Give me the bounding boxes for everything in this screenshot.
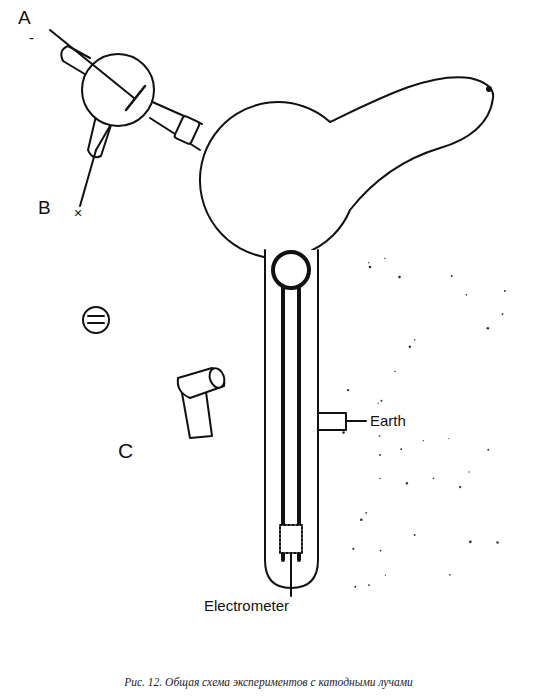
speck xyxy=(380,400,382,402)
speck xyxy=(342,431,345,434)
speck xyxy=(433,478,435,480)
electrode-label: B xyxy=(38,198,51,217)
speck xyxy=(465,294,467,296)
speck xyxy=(384,258,385,259)
speck xyxy=(398,276,401,279)
polarity-sign: - xyxy=(29,30,34,45)
speck xyxy=(352,548,354,550)
electrometer-lead xyxy=(290,553,292,596)
speck xyxy=(468,471,469,472)
terminal-label: Electrometer xyxy=(204,598,289,613)
earth-arm xyxy=(318,413,346,430)
speck xyxy=(385,575,386,576)
collector-tube xyxy=(265,250,318,588)
speck xyxy=(379,478,380,479)
speck xyxy=(449,574,451,576)
magnet-pole xyxy=(83,307,109,333)
collector-ring xyxy=(273,252,309,288)
magnet-pole-mark xyxy=(88,316,104,323)
terminal-label: Earth xyxy=(370,413,406,428)
speck xyxy=(380,550,382,552)
speck xyxy=(448,438,449,439)
insulating-plug xyxy=(280,525,302,553)
figure-caption: Рис. 12. Общая схема экспериментов с кат… xyxy=(0,676,537,690)
speck xyxy=(377,402,378,403)
speck xyxy=(379,435,381,437)
part-label: C xyxy=(118,440,133,461)
speck xyxy=(414,339,416,341)
main-bulb xyxy=(200,77,493,258)
speck xyxy=(459,486,461,488)
speck xyxy=(504,290,506,292)
speck xyxy=(365,512,367,514)
speck xyxy=(487,327,490,330)
speck xyxy=(379,454,381,456)
speck xyxy=(406,482,408,484)
speck xyxy=(487,449,489,451)
magnet-face xyxy=(207,366,227,390)
cathode-plate xyxy=(126,86,145,110)
tip xyxy=(487,87,491,91)
polarity-sign: × xyxy=(74,206,82,220)
earth-lead xyxy=(346,420,366,422)
speck xyxy=(451,275,453,277)
print-specks xyxy=(342,258,506,588)
ground-joint xyxy=(174,115,200,144)
speck xyxy=(469,540,472,543)
neck-tube xyxy=(148,100,202,150)
speck xyxy=(354,586,356,588)
speck xyxy=(414,534,416,536)
anode-wire xyxy=(96,126,110,150)
speck xyxy=(368,262,369,263)
speck xyxy=(423,440,424,441)
speck xyxy=(360,518,363,521)
inner-cylinder xyxy=(297,285,301,560)
speck xyxy=(409,345,411,347)
speck xyxy=(368,584,370,586)
cathode-wire xyxy=(50,30,134,98)
speck xyxy=(347,389,349,391)
anode-wire xyxy=(80,150,96,206)
inner-cylinder xyxy=(281,285,285,560)
speck xyxy=(496,541,498,543)
electrode-label: A xyxy=(18,8,31,27)
speck xyxy=(394,371,396,373)
speck xyxy=(502,313,504,315)
speck xyxy=(400,448,402,450)
speck xyxy=(369,266,372,269)
